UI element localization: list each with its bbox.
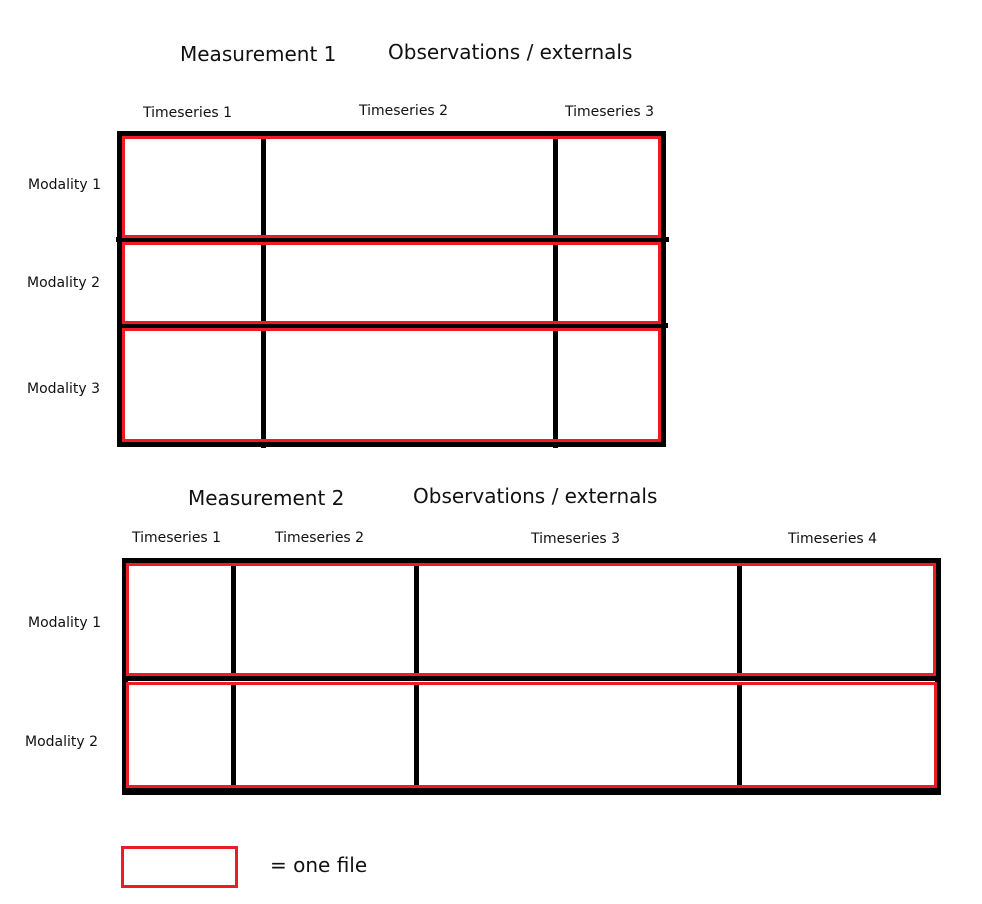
timeseries-header: Timeseries 4: [788, 531, 878, 547]
column-divider: [261, 245, 266, 321]
column-divider: [261, 139, 266, 235]
grid-border-top: [122, 558, 941, 564]
modality-label: Modality 2: [27, 275, 101, 291]
timeseries-header: Timeseries 3: [531, 531, 621, 547]
column-divider: [414, 566, 419, 673]
timeseries-header: Timeseries 1: [143, 105, 233, 121]
grid-border-left: [117, 131, 122, 447]
file-outline: [126, 682, 937, 788]
legend-file-swatch: [121, 846, 238, 888]
column-divider: [231, 566, 236, 673]
column-divider: [737, 566, 742, 673]
file-outline: [122, 328, 661, 442]
modality-label: Modality 1: [28, 177, 102, 193]
file-outline: [122, 136, 661, 238]
timeseries-header: Timeseries 2: [359, 103, 449, 119]
observations-title: Observations / externals: [413, 484, 658, 508]
row-separator: [117, 323, 668, 328]
row-separator: [116, 237, 669, 242]
observations-title: Observations / externals: [388, 40, 633, 64]
column-divider: [414, 685, 419, 785]
column-divider: [553, 331, 558, 439]
modality-label: Modality 2: [25, 734, 99, 750]
column-divider: [553, 245, 558, 321]
column-divider: [261, 331, 266, 439]
grid-border-top: [117, 131, 666, 136]
row-separator: [122, 675, 941, 681]
column-divider: [553, 139, 558, 235]
grid-border-bottom: [122, 788, 941, 795]
modality-label: Modality 3: [27, 381, 101, 397]
grid-border-bottom: [117, 442, 666, 447]
measurement-title: Measurement 1: [180, 42, 337, 66]
file-outline: [126, 563, 936, 676]
column-divider: [231, 685, 236, 785]
timeseries-header: Timeseries 1: [132, 530, 222, 546]
timeseries-header: Timeseries 2: [275, 530, 365, 546]
timeseries-header: Timeseries 3: [565, 104, 655, 120]
modality-label: Modality 1: [28, 615, 102, 631]
grid-border-right: [661, 131, 666, 447]
legend-text: = one file: [270, 853, 368, 877]
measurement-title: Measurement 2: [188, 486, 345, 510]
file-outline: [122, 242, 661, 324]
column-divider: [737, 685, 742, 785]
